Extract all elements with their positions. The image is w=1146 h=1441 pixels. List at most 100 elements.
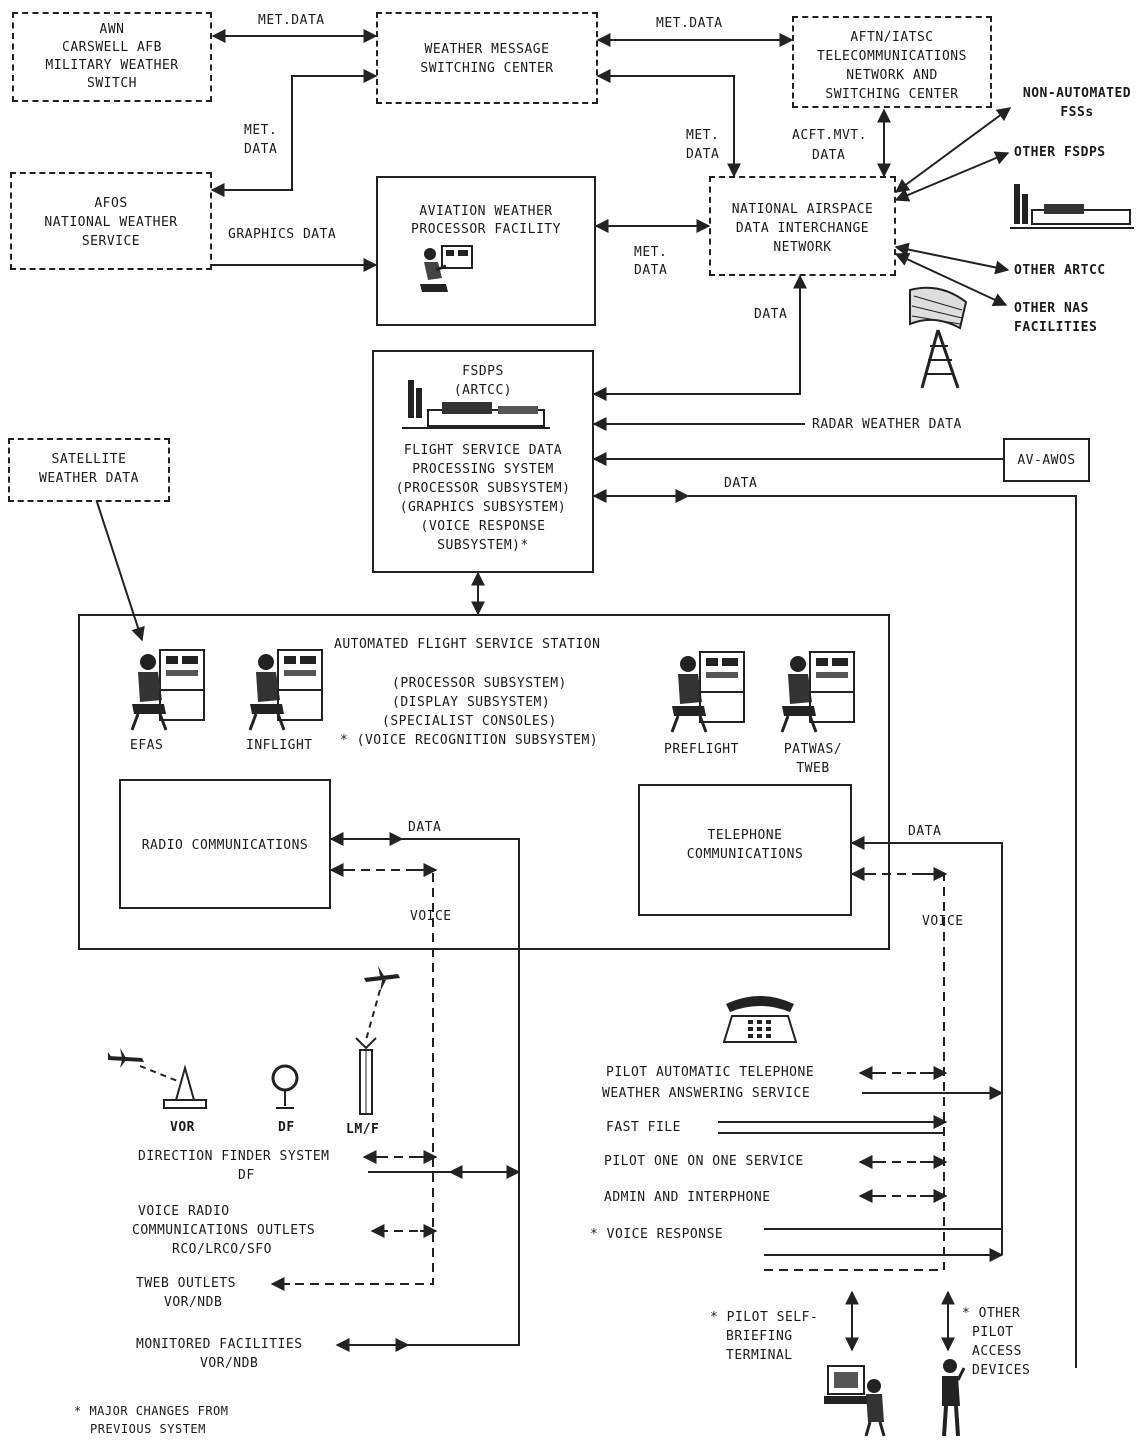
tweb-outlets-2: VOR/NDB <box>164 1295 223 1310</box>
telephone-communications-box: TELEPHONE COMMUNICATIONS <box>638 784 852 916</box>
aircraft-icon-top <box>364 966 400 992</box>
voice-radio-2: COMMUNICATIONS OUTLETS <box>132 1223 316 1238</box>
terminal-user-icon <box>824 1365 886 1437</box>
satellite-box: SATELLITE WEATHER DATA <box>8 438 170 502</box>
afos-line-1: AFOS <box>94 196 128 211</box>
vor-label: VOR <box>170 1120 195 1135</box>
afss-title: AUTOMATED FLIGHT SERVICE STATION <box>334 637 601 652</box>
fsdps-desc-5: (VOICE RESPONSE <box>420 519 546 534</box>
telephone-data-line <box>852 842 1003 1255</box>
aftn-line-2: TELECOMMUNICATIONS <box>817 49 967 64</box>
edge-data-3: DATA <box>244 142 278 157</box>
edge-acft-mvt: ACFT.MVT. <box>792 128 867 143</box>
edge-radar-weather: RADAR WEATHER DATA <box>812 417 962 432</box>
non-automated-fss-1: NON-AUTOMATED <box>1022 86 1132 101</box>
telephone-icon <box>722 996 798 1043</box>
awn-line-4: SWITCH <box>87 76 137 91</box>
patwas-label-1: PATWAS/ <box>783 742 843 757</box>
arrow-data-fsdps <box>594 495 1077 1368</box>
footnote-line-1: * MAJOR CHANGES FROM <box>74 1404 229 1418</box>
afss-sub-3: (SPECIALIST CONSOLES) <box>382 714 557 729</box>
self-brief-1: * PILOT SELF- <box>710 1310 819 1325</box>
awn-line-1: AWN <box>99 22 125 37</box>
monitored-2: VOR/NDB <box>200 1356 259 1371</box>
operator-console-icon <box>420 245 473 292</box>
other-nas-2: FACILITIES <box>1014 320 1098 335</box>
arrow-other-nas <box>894 252 1008 307</box>
edge-met-data-1: MET.DATA <box>258 13 325 28</box>
edge-telephone-voice: VOICE <box>922 914 964 929</box>
aircraft-icon-left <box>108 1048 144 1068</box>
df-antenna-icon <box>271 1064 299 1109</box>
vor-antenna-icon <box>163 1064 207 1109</box>
edge-radio-data: DATA <box>408 820 442 835</box>
direction-finder-2: DF <box>238 1168 255 1183</box>
direction-finder-1: DIRECTION FINDER SYSTEM <box>138 1149 330 1164</box>
arrow-other-fsdps <box>894 151 1010 202</box>
non-automated-fss-2: FSSs <box>1060 105 1094 120</box>
afos-line-2: NATIONAL WEATHER <box>44 215 178 230</box>
avawos-box: AV-AWOS <box>1003 438 1090 482</box>
admin-interphone-label: ADMIN AND INTERPHONE <box>604 1190 771 1205</box>
fsdps-box: FSDPS (ARTCC) FLIGHT SERVICE DATA PROCES… <box>372 350 594 573</box>
edge-data-4: DATA <box>686 147 720 162</box>
awpf-box: AVIATION WEATHER PROCESSOR FACILITY <box>376 176 596 326</box>
monitored-1: MONITORED FACILITIES <box>136 1337 303 1352</box>
voice-response-label: * VOICE RESPONSE <box>590 1227 724 1242</box>
telephone-line-1: TELEPHONE <box>707 828 783 843</box>
nadin-line-1: NATIONAL AIRSPACE <box>731 202 874 217</box>
edge-data-5: DATA <box>812 148 846 163</box>
other-artcc-label: OTHER ARTCC <box>1014 263 1106 278</box>
fsdps-desc-1: FLIGHT SERVICE DATA <box>403 443 563 458</box>
awn-line-3: MILITARY WEATHER <box>45 58 179 73</box>
wmsc-box: WEATHER MESSAGE SWITCHING CENTER <box>376 12 598 104</box>
aftn-line-1: AFTN/IATSC <box>850 30 934 45</box>
awn-box: AWN CARSWELL AFB MILITARY WEATHER SWITCH <box>12 12 212 102</box>
other-fsdps-label: OTHER FSDPS <box>1014 145 1106 160</box>
edge-radio-voice: VOICE <box>410 909 452 924</box>
edge-data-8: DATA <box>724 476 758 491</box>
telephone-line-2: COMMUNICATIONS <box>686 847 804 862</box>
other-access-3: ACCESS <box>972 1344 1022 1359</box>
radio-communications-label: RADIO COMMUNICATIONS <box>141 838 309 853</box>
awpf-line-2: PROCESSOR FACILITY <box>411 222 561 237</box>
arrow-wmsc-afos <box>210 69 378 197</box>
fsdps-line-1: FSDPS <box>462 364 504 379</box>
nadin-box: NATIONAL AIRSPACE DATA INTERCHANGE NETWO… <box>709 176 896 276</box>
radio-communications-box: RADIO COMMUNICATIONS <box>119 779 331 909</box>
pilot-auto-phone-1: PILOT AUTOMATIC TELEPHONE <box>606 1065 815 1080</box>
edge-met-4: MET. <box>686 128 720 143</box>
arrow-nadin-fsdps <box>592 274 807 401</box>
afos-box: AFOS NATIONAL WEATHER SERVICE <box>10 172 212 270</box>
aftn-line-4: SWITCHING CENTER <box>825 87 959 102</box>
fsdps-line-2: (ARTCC) <box>453 383 513 398</box>
fast-file-label: FAST FILE <box>606 1120 681 1135</box>
wmsc-line-2: SWITCHING CENTER <box>420 61 554 76</box>
remote-building-icon <box>1010 184 1134 229</box>
afss-box: AUTOMATED FLIGHT SERVICE STATION (PROCES… <box>78 614 890 950</box>
arrow-wmsc-nadin <box>596 69 741 178</box>
aftn-line-3: NETWORK AND <box>846 68 938 83</box>
patwas-console-icon <box>780 651 855 733</box>
other-access-2: PILOT <box>972 1325 1014 1340</box>
awn-line-2: CARSWELL AFB <box>62 40 162 55</box>
fsdps-desc-3: (PROCESSOR SUBSYSTEM) <box>395 481 571 496</box>
building-icon <box>402 380 550 429</box>
radio-voice-line <box>274 869 434 1285</box>
self-brief-2: BRIEFING <box>726 1329 793 1344</box>
arrow-other-artcc <box>894 242 1010 275</box>
radio-data-line <box>331 838 520 1346</box>
lmf-label: LM/F <box>346 1122 380 1137</box>
pilot-one-on-one-label: PILOT ONE ON ONE SERVICE <box>604 1154 804 1169</box>
edge-telephone-data: DATA <box>908 824 942 839</box>
afss-sub-4: * (VOICE RECOGNITION SUBSYSTEM) <box>340 733 599 748</box>
afss-sub-1: (PROCESSOR SUBSYSTEM) <box>392 676 567 691</box>
avawos-label: AV-AWOS <box>1017 453 1076 468</box>
footnote-line-2: PREVIOUS SYSTEM <box>90 1422 206 1436</box>
nadin-line-3: NETWORK <box>773 240 832 255</box>
afss-sub-2: (DISPLAY SUBSYSTEM) <box>392 695 551 710</box>
pilot-phone-icon <box>942 1359 966 1437</box>
edge-data-7: DATA <box>754 307 788 322</box>
satellite-line-2: WEATHER DATA <box>39 471 139 486</box>
patwas-label-2: TWEB <box>796 761 830 776</box>
